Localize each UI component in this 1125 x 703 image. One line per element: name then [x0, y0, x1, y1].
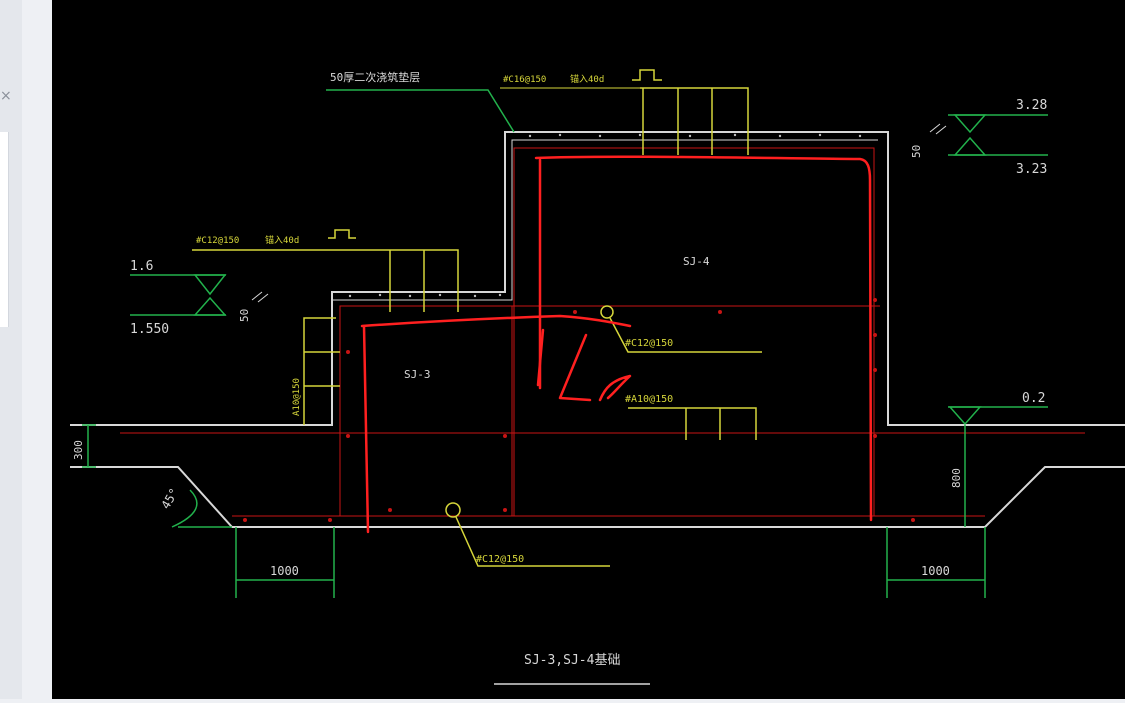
- dim-angle: 45°: [158, 486, 181, 512]
- elev-top-high: 3.28: [1016, 98, 1047, 113]
- break-marks: [251, 123, 947, 303]
- dim-top-thk: 50: [910, 145, 923, 158]
- dim-300: 300: [72, 440, 85, 460]
- dim-left-thk: 50: [238, 309, 251, 322]
- mid-rebar-label: #C12@150: [625, 338, 673, 349]
- rebar-yellow: [192, 69, 762, 567]
- dim-width-left: 1000: [270, 564, 299, 578]
- cad-canvas[interactable]: SJ-4 SJ-3 50厚二次浇筑垫层 #C16@150 锚入40d #C12@…: [52, 0, 1125, 699]
- top-anchor-label: 锚入40d: [570, 73, 604, 85]
- markup-annotation[interactable]: [360, 155, 873, 534]
- sj3-label: SJ-3: [404, 368, 431, 381]
- elev-left-low: 1.550: [130, 322, 169, 337]
- top-rebar-label: #C16@150: [503, 75, 546, 85]
- sj4-label: SJ-4: [683, 255, 710, 268]
- elev-top-low: 3.23: [1016, 162, 1047, 177]
- mid-a-label: #A10@150: [625, 394, 673, 405]
- left-anchor-label: 锚入40d: [265, 234, 299, 246]
- side-card: [0, 132, 9, 327]
- side-panel: ×: [0, 0, 22, 699]
- top-note: 50厚二次浇筑垫层: [330, 70, 420, 84]
- elev-left-high: 1.6: [130, 259, 153, 274]
- concrete-outline: [70, 131, 1125, 528]
- close-icon[interactable]: ×: [0, 88, 12, 104]
- vert-a-label: A10@150: [292, 378, 302, 416]
- bottom-rebar-label: #C12@150: [476, 554, 524, 565]
- leaders-dimensions: [82, 89, 1048, 598]
- left-rebar-label: #C12@150: [196, 236, 239, 246]
- rebar-dots: [243, 298, 915, 522]
- drawing-text: SJ-4 SJ-3 50厚二次浇筑垫层 #C16@150 锚入40d #C12@…: [72, 70, 1047, 668]
- foundation-section-drawing: SJ-4 SJ-3 50厚二次浇筑垫层 #C16@150 锚入40d #C12@…: [70, 69, 1125, 685]
- elev-right: 0.2: [1022, 391, 1045, 406]
- slab-dots: [348, 133, 862, 298]
- dim-width-right: 1000: [921, 564, 950, 578]
- dim-800: 800: [950, 468, 963, 488]
- rebar-lines: [120, 147, 1085, 517]
- drawing-title: SJ-3,SJ-4基础: [524, 653, 620, 668]
